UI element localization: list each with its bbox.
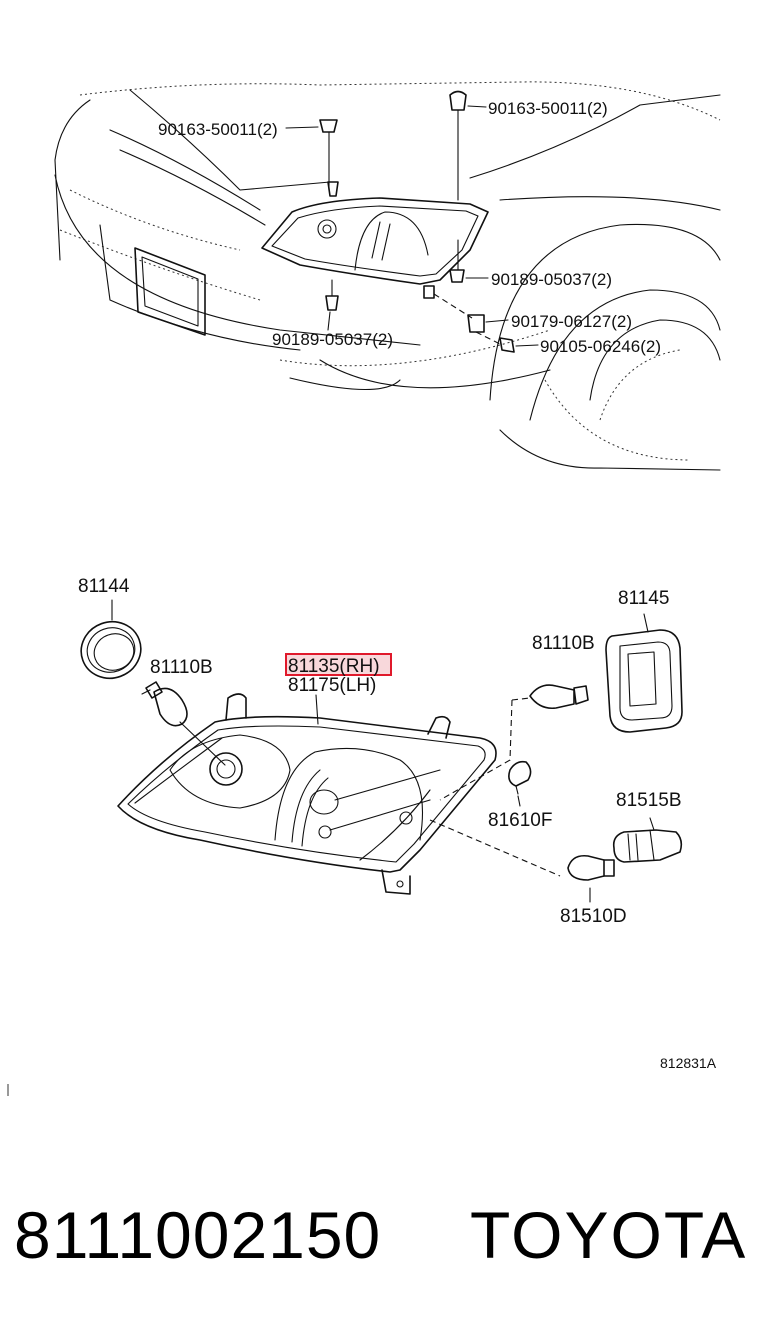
callout-socket: 81515B (616, 790, 682, 811)
callout-clip-left: 90189-05037(2) (272, 330, 393, 349)
callout-ring: 81144 (78, 576, 130, 597)
brand-name: TOYOTA (470, 1198, 748, 1272)
headlamp-exploded-illustration (80, 599, 683, 903)
callout-nut: 90179-06127(2) (511, 312, 632, 331)
callout-bulb-right: 81110B (532, 633, 595, 654)
callout-clip-right: 90189-05037(2) (491, 270, 612, 289)
illustration-code: 812831A (660, 1055, 717, 1071)
callout-bulb-left: 81110B (150, 657, 213, 678)
vehicle-front-illustration (54, 81, 721, 471)
callout-wedge-bulb: 81510D (560, 906, 627, 927)
callout-top-bolt-right: 90163-50011(2) (488, 99, 608, 118)
part-number: 8111002150 (14, 1198, 382, 1272)
callout-assembly-lh: 81175(LH) (288, 675, 376, 696)
callout-screw: 90105-06246(2) (540, 337, 661, 356)
highlight-box (285, 653, 392, 676)
callout-cover: 81145 (618, 588, 669, 609)
callout-top-bolt-left: 90163-50011(2) (158, 120, 278, 139)
callout-side-bulb: 81610F (488, 810, 552, 831)
callout-assembly-rh: 81135(RH) (288, 656, 380, 677)
highlighted-part-callout[interactable]: 81135(RH) (285, 653, 392, 677)
